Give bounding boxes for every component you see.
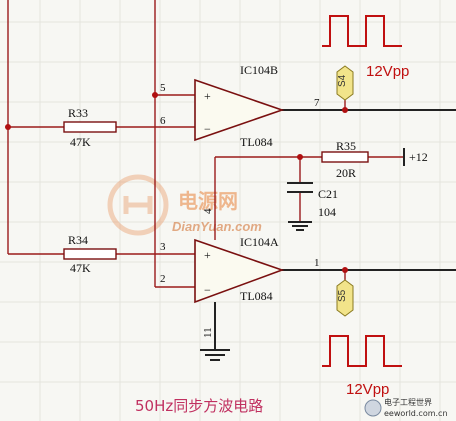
square-wave-top (322, 15, 402, 47)
ic104b-opamp: + − (194, 78, 285, 142)
ic104a-type: TL084 (240, 289, 273, 303)
watermark: 电源网 DianYuan.com (107, 174, 262, 236)
junction-nodes (5, 92, 348, 273)
ic104b-minus-sign: − (204, 122, 211, 136)
r35-name: R35 (336, 139, 356, 153)
ic104b-pin-minus: 6 (160, 115, 166, 127)
ic104a-opamp: + − (194, 238, 285, 304)
ic104b-name: IC104B (240, 63, 278, 77)
r34-name: R34 (68, 233, 88, 247)
ic104b-body (194, 78, 285, 142)
ic104a-body (194, 238, 285, 304)
node-ic104b-plus (152, 92, 158, 98)
corner-logo-text2: eeworld.com.cn (384, 409, 448, 418)
c21-value: 104 (318, 205, 336, 219)
corner-logo: 电子工程世界 eeworld.com.cn (364, 397, 448, 418)
diagram-title: 50Hz同步方波电路 (135, 397, 263, 415)
wires (7, 0, 456, 361)
r35-resistor (321, 151, 369, 163)
r34-value: 47K (70, 261, 91, 275)
ic104b-pin-plus: 5 (160, 82, 166, 94)
ic104b-type: TL084 (240, 135, 273, 149)
ic104b-pin-out: 7 (314, 97, 320, 109)
ic104a-plus-sign: + (204, 248, 211, 262)
probe-top: S4 (336, 65, 354, 101)
amplitude-top: 12Vpp (366, 63, 409, 80)
ic104b-plus-sign: + (204, 89, 211, 103)
probe-bottom-body (336, 279, 354, 317)
probe-bottom: S5 (336, 279, 354, 317)
node-c21-top (297, 154, 303, 160)
watermark-cn: 电源网 (178, 190, 238, 213)
r33-value: 47K (70, 135, 91, 149)
probe-bottom-label: S5 (337, 289, 348, 302)
corner-logo-text1: 电子工程世界 (384, 397, 432, 407)
node-probe-top (342, 107, 348, 113)
amplitude-bottom: 12Vpp (346, 381, 389, 398)
supply-label: +12 (409, 150, 428, 164)
c21-name: C21 (318, 187, 338, 201)
r33-name: R33 (68, 106, 88, 120)
node-probe-bottom (342, 267, 348, 273)
ic104a-minus-sign: − (204, 283, 211, 297)
ic104a-pin-gnd: 11 (202, 327, 214, 338)
ic104a-pin-plus: 3 (160, 241, 166, 253)
ic104a-pin-out: 1 (314, 257, 320, 269)
probe-top-body (336, 65, 354, 101)
r33-resistor (63, 121, 117, 133)
watermark-en: DianYuan.com (172, 219, 262, 234)
square-wave-bottom (322, 335, 402, 367)
probe-top-label: S4 (337, 74, 348, 87)
r35-value: 20R (336, 166, 356, 180)
ic104a-name: IC104A (240, 235, 279, 249)
ic104a-pin-minus: 2 (160, 273, 166, 285)
node-left-r33 (5, 124, 11, 130)
r34-resistor (63, 248, 117, 260)
ic104a-pin-supply: 4 (202, 208, 214, 214)
